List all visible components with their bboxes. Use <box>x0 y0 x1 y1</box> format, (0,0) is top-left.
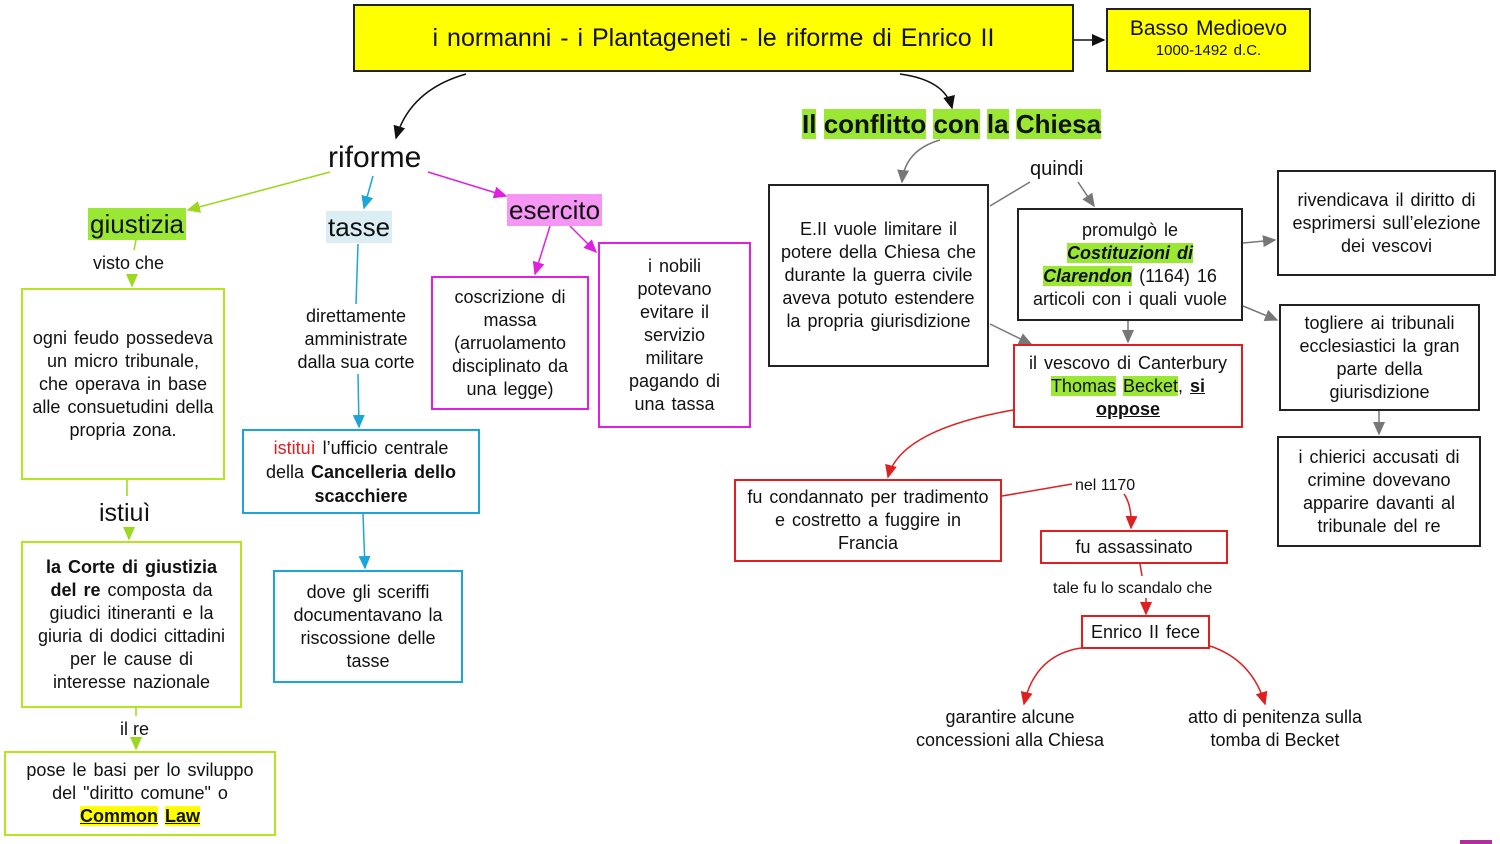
enrico-fece-box: Enrico II fece <box>1081 615 1210 649</box>
title-box: i normanni - i Plantageneti - le riforme… <box>353 4 1074 72</box>
link-il-re: il re <box>120 719 150 739</box>
assassinato-box: fu assassinato <box>1040 530 1228 564</box>
coscrizione-box: coscrizione di massa (arruolamento disci… <box>431 276 589 410</box>
link-istiui: istiuì <box>99 499 151 527</box>
link-scandalo: tale fu lo scandalo che <box>1053 580 1213 597</box>
rivendicava-box: rivendicava il diritto di esprimersi sul… <box>1277 170 1496 276</box>
esercito-node: esercito <box>507 194 603 226</box>
condannato-box: fu condannato per tradimento e costretto… <box>734 479 1002 562</box>
period-name: Basso Medioevo <box>1129 17 1288 40</box>
title-text: i normanni - i Plantageneti - le riforme… <box>432 23 995 52</box>
cancelleria-box: istituì l’ufficio centrale della Cancell… <box>242 429 480 514</box>
common-law-box: pose le basi per lo sviluppo del "diritt… <box>4 751 276 836</box>
giustizia-node: giustizia <box>88 208 186 240</box>
limitare-box: E.II vuole limitare il potere della Chie… <box>768 184 989 367</box>
tasse-text: direttamente amministrate dalla sua cort… <box>297 306 415 372</box>
link-visto-che: visto che <box>93 253 165 273</box>
sceriffi-box: dove gli sceriffi documentavano la risco… <box>273 570 463 683</box>
togliere-box: togliere ai tribunali ecclesiastici la g… <box>1279 304 1480 411</box>
tasse-node: tasse <box>326 211 393 243</box>
period-box: Basso Medioevo 1000-1492 d.C. <box>1106 8 1311 72</box>
nobili-box: i nobili potevano evitare il servizio mi… <box>598 242 751 428</box>
link-quindi: quindi <box>1030 158 1084 180</box>
feudo-box: ogni feudo possedeva un micro tribunale,… <box>21 288 225 480</box>
chierici-box: i chierici accusati di crimine dovevano … <box>1277 436 1481 547</box>
link-nel-1170: nel 1170 <box>1075 477 1136 494</box>
corte-box: la Corte di giustizia del re composta da… <box>21 541 242 708</box>
corner-mark <box>1460 840 1492 844</box>
garantire-text: garantire alcune concessioni alla Chiesa <box>915 707 1105 750</box>
riforme-node: riforme <box>328 141 422 174</box>
becket-box: il vescovo di Canterbury Thomas Becket, … <box>1013 344 1243 428</box>
conflitto-node: Il conflitto con la Chiesa <box>802 109 1102 139</box>
clarendon-box: promulgò le Costituzioni di Clarendon (1… <box>1017 208 1243 321</box>
period-dates: 1000-1492 d.C. <box>1155 42 1262 59</box>
penitenza-text: atto di penitenza sulla tomba di Becket <box>1187 707 1363 750</box>
